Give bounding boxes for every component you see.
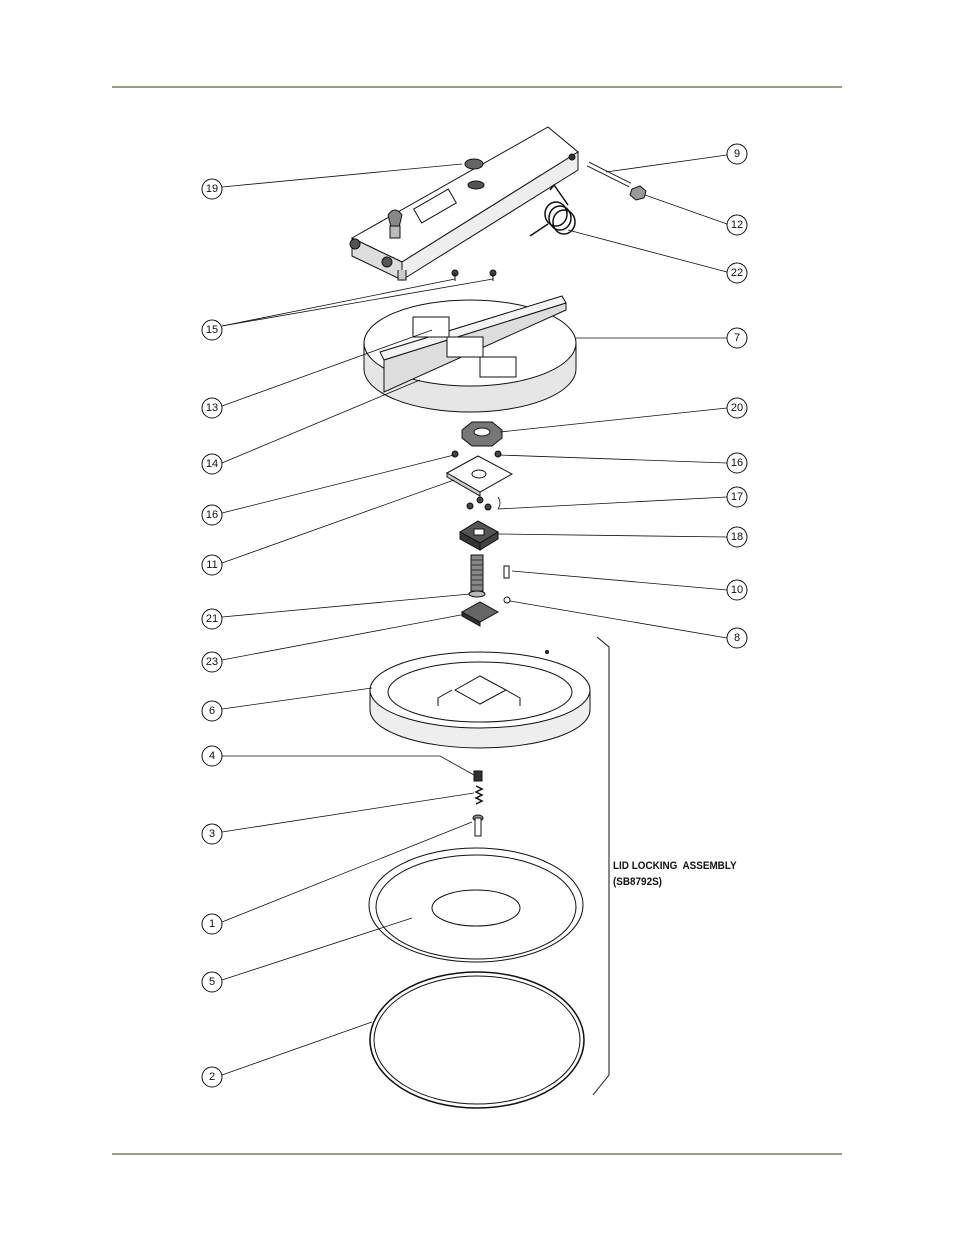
leader-lines bbox=[221, 154, 728, 1076]
callout-circle-10 bbox=[726, 579, 748, 601]
callout-circle-19 bbox=[201, 178, 223, 200]
callout-circle-13 bbox=[201, 397, 223, 419]
gasket-part bbox=[369, 971, 585, 1109]
pin-part bbox=[586, 161, 632, 188]
hub-part bbox=[461, 421, 503, 447]
callout-label-11: 11 bbox=[206, 559, 217, 571]
callout-circle-12 bbox=[726, 214, 748, 236]
callout-label-20: 20 bbox=[731, 402, 743, 414]
callout-label-22: 22 bbox=[731, 267, 743, 279]
callout-label-16a: 16 bbox=[731, 457, 743, 469]
base-plate-part bbox=[460, 601, 500, 627]
bottom-rule bbox=[112, 1153, 842, 1155]
callout-label-4: 4 bbox=[209, 750, 215, 762]
bolt-part bbox=[472, 814, 484, 837]
callout-label-5: 5 bbox=[209, 976, 215, 988]
callout-circle-6 bbox=[201, 700, 223, 722]
callout-circles bbox=[201, 143, 748, 1088]
callout-circle-9 bbox=[726, 143, 748, 165]
callout-circle-3 bbox=[201, 823, 223, 845]
assembly-part-number: (SB8792S) bbox=[613, 876, 662, 888]
callout-label-1: 1 bbox=[209, 918, 215, 930]
callout-circle-16b bbox=[201, 504, 223, 526]
callout-circle-21 bbox=[201, 608, 223, 630]
top-rule bbox=[112, 86, 842, 88]
callout-circle-23 bbox=[201, 651, 223, 673]
handle-bar-part bbox=[349, 126, 579, 281]
torsion-spring-part bbox=[529, 183, 576, 237]
callout-label-3: 3 bbox=[209, 828, 215, 840]
callout-circle-18 bbox=[726, 526, 748, 548]
callout-circle-7 bbox=[726, 327, 748, 349]
lid-part bbox=[363, 295, 577, 413]
callout-label-7: 7 bbox=[734, 332, 740, 344]
callout-circle-1 bbox=[201, 913, 223, 935]
assembly-title: LID LOCKING ASSEMBLY bbox=[613, 860, 737, 872]
callout-label-10: 10 bbox=[731, 584, 743, 596]
spring-part bbox=[474, 785, 484, 805]
callout-circle-20 bbox=[726, 397, 748, 419]
lid-ring-part bbox=[369, 650, 591, 749]
callout-label-19: 19 bbox=[206, 183, 218, 195]
callout-circle-14 bbox=[201, 453, 223, 475]
shaft-part bbox=[468, 554, 486, 598]
block-part bbox=[459, 520, 499, 551]
callout-label-2: 2 bbox=[209, 1071, 215, 1083]
roll-pin-part bbox=[503, 565, 510, 579]
callout-circle-5 bbox=[201, 971, 223, 993]
callout-label-21: 21 bbox=[206, 613, 218, 625]
callout-circle-11 bbox=[201, 554, 223, 576]
callout-circle-22 bbox=[726, 262, 748, 284]
callout-label-23: 23 bbox=[206, 656, 218, 668]
assembly-label: LID LOCKING ASSEMBLY (SB8792S) bbox=[613, 858, 737, 890]
callout-label-17: 17 bbox=[731, 491, 743, 503]
callout-label-18: 18 bbox=[731, 531, 743, 543]
nut-part bbox=[629, 185, 647, 201]
callout-label-9: 9 bbox=[734, 148, 740, 160]
callout-circle-4 bbox=[201, 745, 223, 767]
callout-circle-16a bbox=[726, 452, 748, 474]
mounting-plate-part bbox=[445, 455, 514, 497]
callout-label-14: 14 bbox=[206, 458, 218, 470]
screws-part-15 bbox=[451, 269, 497, 281]
callout-label-13: 13 bbox=[206, 402, 218, 414]
callout-circle-17 bbox=[726, 486, 748, 508]
callout-circle-15 bbox=[201, 319, 223, 341]
pan-part bbox=[368, 847, 584, 963]
callout-circle-8 bbox=[726, 627, 748, 649]
assembly-bracket bbox=[592, 636, 610, 1096]
callout-circle-2 bbox=[201, 1066, 223, 1088]
callout-label-8: 8 bbox=[734, 632, 740, 644]
callout-label-12: 12 bbox=[731, 219, 743, 231]
callout-label-16b: 16 bbox=[206, 509, 218, 521]
ball-part bbox=[503, 596, 511, 604]
screws-part-17 bbox=[466, 496, 492, 511]
bushing-part bbox=[473, 770, 483, 782]
callout-label-6: 6 bbox=[209, 705, 215, 717]
screws-part-16 bbox=[451, 450, 502, 458]
callout-label-15: 15 bbox=[206, 324, 218, 336]
